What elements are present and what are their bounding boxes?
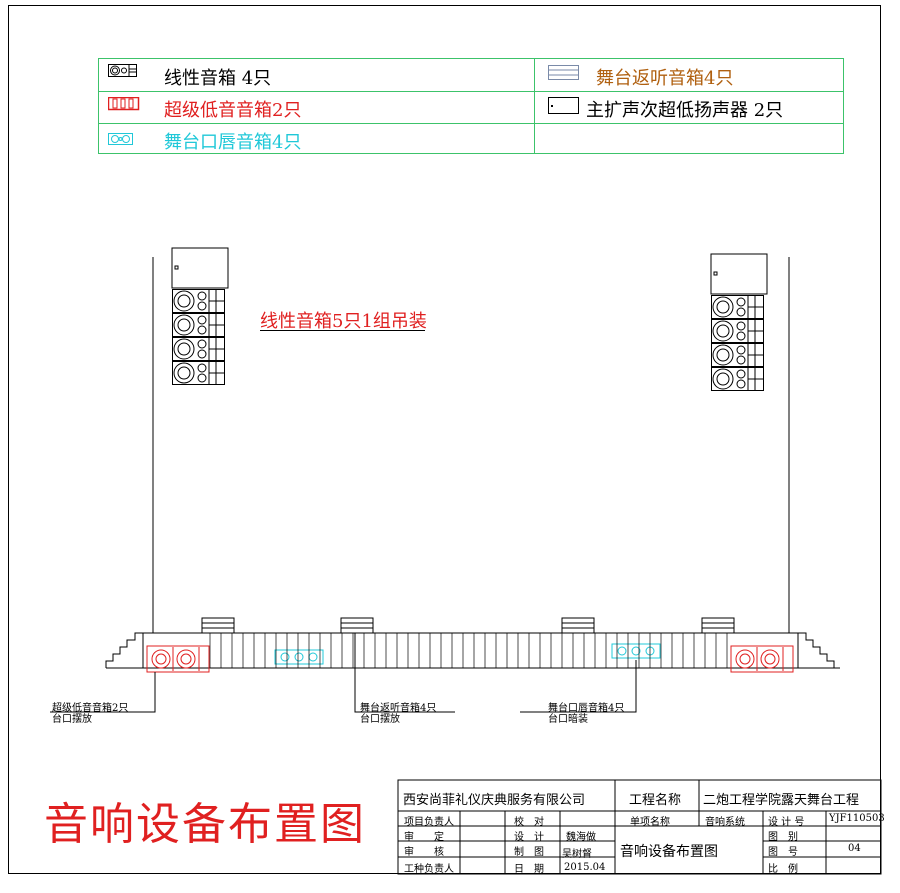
tb-r2c2: 设 计: [514, 832, 544, 843]
subwoofer-legend-icon: [108, 97, 140, 111]
tb-r3c6: 04: [848, 843, 861, 854]
left-line-array-stack: [172, 289, 225, 385]
line-array-legend-icon: [108, 64, 137, 77]
legend-line-array: 线性音箱 4只: [164, 68, 272, 89]
tb-r1c3: 单项名称: [630, 817, 670, 828]
hanging-label-underline: [260, 330, 425, 331]
tb-project-name-label: 工程名称: [629, 793, 682, 808]
tb-r1c1: 项目负责人: [404, 817, 454, 828]
line-array-cabinet: [172, 361, 225, 385]
tb-project-name: 二炮工程学院露天舞台工程: [703, 793, 860, 808]
tb-r1c4: 音响系统: [705, 817, 745, 828]
tb-r3c2: 制 图: [514, 847, 544, 858]
hanging-label: 线性音箱5只1组吊装: [260, 311, 427, 332]
tb-r3c3: 吴树督: [562, 849, 592, 860]
legend-main-sub: 主扩声次超低扬声器 2只: [586, 100, 784, 121]
tb-r2c1: 审 定: [404, 832, 444, 843]
tb-r1c6: YJF110503: [829, 813, 885, 824]
tb-r2c5: 图 别: [768, 832, 798, 843]
monitor-legend-icon: [548, 65, 579, 80]
tb-r4c5: 比 例: [768, 864, 798, 875]
tb-r4c2: 日 期: [514, 864, 544, 875]
stage-lip-legend-icon: [108, 133, 133, 145]
line-array-cabinet: [172, 313, 225, 337]
line-array-cabinet: [711, 295, 764, 319]
line-array-cabinet: [172, 289, 225, 313]
annotation-monitor: 舞台返听音箱4只 台口摆放: [360, 703, 437, 725]
line-array-cabinet: [711, 319, 764, 343]
right-line-array-stack: [711, 295, 764, 391]
tb-r3c1: 审 核: [404, 847, 444, 858]
legend-subwoofer: 超级低音音箱2只: [164, 100, 302, 121]
tb-r4c1: 工种负责人: [404, 864, 454, 875]
tb-company: 西安尚菲礼仪庆典服务有限公司: [403, 793, 586, 808]
line-array-cabinet: [172, 337, 225, 361]
tb-drawing-name: 音响设备布置图: [620, 844, 718, 860]
line-array-cabinet: [711, 343, 764, 367]
annotation-stage-lip: 舞台口唇音箱4只 台口暗装: [548, 703, 625, 725]
tb-r1c5: 设 计 号: [768, 817, 805, 828]
annotation-subwoofer: 超级低音音箱2只 台口摆放: [52, 703, 129, 725]
line-array-cabinet: [711, 367, 764, 391]
legend-stage-lip: 舞台口唇音箱4只: [164, 132, 302, 153]
tb-r4c3: 2015.04: [564, 862, 606, 873]
legend-monitor: 舞台返听音箱4只: [596, 68, 734, 89]
tb-r2c3: 魏海做: [566, 832, 596, 843]
main-sub-legend-icon: [548, 97, 579, 114]
tb-r3c5: 图 号: [768, 847, 798, 858]
legend-table: [98, 58, 844, 154]
drawing-title: 音响设备布置图: [44, 799, 366, 850]
tb-r1c2: 校 对: [514, 817, 544, 828]
